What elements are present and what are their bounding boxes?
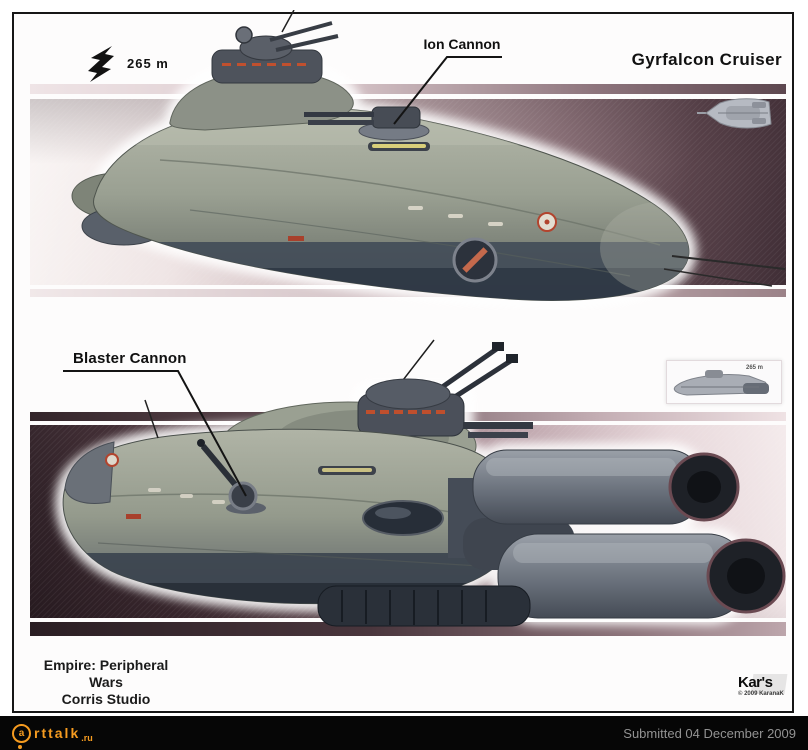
- ship1-nose-antenna-1: [671, 255, 786, 270]
- bottom-panel-lower-band: [30, 622, 786, 636]
- artist-copyright: © 2009 KaranaK: [738, 691, 784, 697]
- ship1-nose-antenna-2: [663, 268, 773, 287]
- submitted-date: Submitted 04 December 2009: [623, 725, 796, 741]
- ship1-hull-details: [288, 142, 786, 287]
- ship2-side-gun: [463, 422, 533, 429]
- ship1-tower-markings: [222, 63, 306, 66]
- top-view-thumbnail: [697, 98, 772, 129]
- side-view-thumbnail: 265 m: [673, 365, 769, 396]
- ship2-roundel: [105, 453, 119, 467]
- ship2-engine-nacelles: [448, 449, 786, 619]
- logo-text: rttalk: [34, 725, 81, 741]
- logo-domain: .ru: [81, 732, 93, 743]
- scale-label: 265 m: [127, 56, 169, 71]
- credits-block: Empire: Peripheral Wars Corris Studio: [28, 657, 184, 708]
- artwork-title: Gyrfalcon Cruiser: [631, 50, 782, 69]
- thumbnail-scale-label: 265 m: [746, 365, 763, 371]
- site-footer-bar: a rttalk .ru Submitted 04 December 2009: [0, 716, 808, 750]
- logo-dot: [18, 744, 22, 749]
- ship2-turret-markings: [366, 410, 445, 414]
- logo-circle-a: a: [12, 723, 31, 743]
- ship2-illustration: [55, 339, 786, 627]
- site-logo[interactable]: a rttalk .ru: [12, 723, 93, 749]
- scale-lightning-icon: [88, 46, 114, 82]
- ship1-antenna-mast: [281, 10, 295, 33]
- ship2-main-turret: [357, 339, 533, 438]
- blaster-cannon-label: Blaster Cannon: [73, 350, 187, 367]
- artist-watermark: Kar's © 2009 KaranaK: [738, 674, 794, 697]
- ion-cannon-label: Ion Cannon: [423, 36, 501, 52]
- credit-universe: Empire: Peripheral Wars: [43, 657, 169, 690]
- ship1-illustration: [71, 10, 786, 309]
- ship1-hatch: [452, 237, 498, 283]
- ship2-cockpit-dome: [362, 500, 444, 536]
- ship1-radar-dish: [235, 26, 253, 44]
- credit-studio: Corris Studio: [61, 691, 151, 707]
- ship2-keel: [317, 585, 531, 627]
- side-view-thumbnail-card: 265 m: [666, 360, 782, 404]
- ship2-turret-antenna: [399, 339, 435, 385]
- logo-letter-a: a: [18, 727, 25, 739]
- artist-name: Kar's: [738, 674, 773, 691]
